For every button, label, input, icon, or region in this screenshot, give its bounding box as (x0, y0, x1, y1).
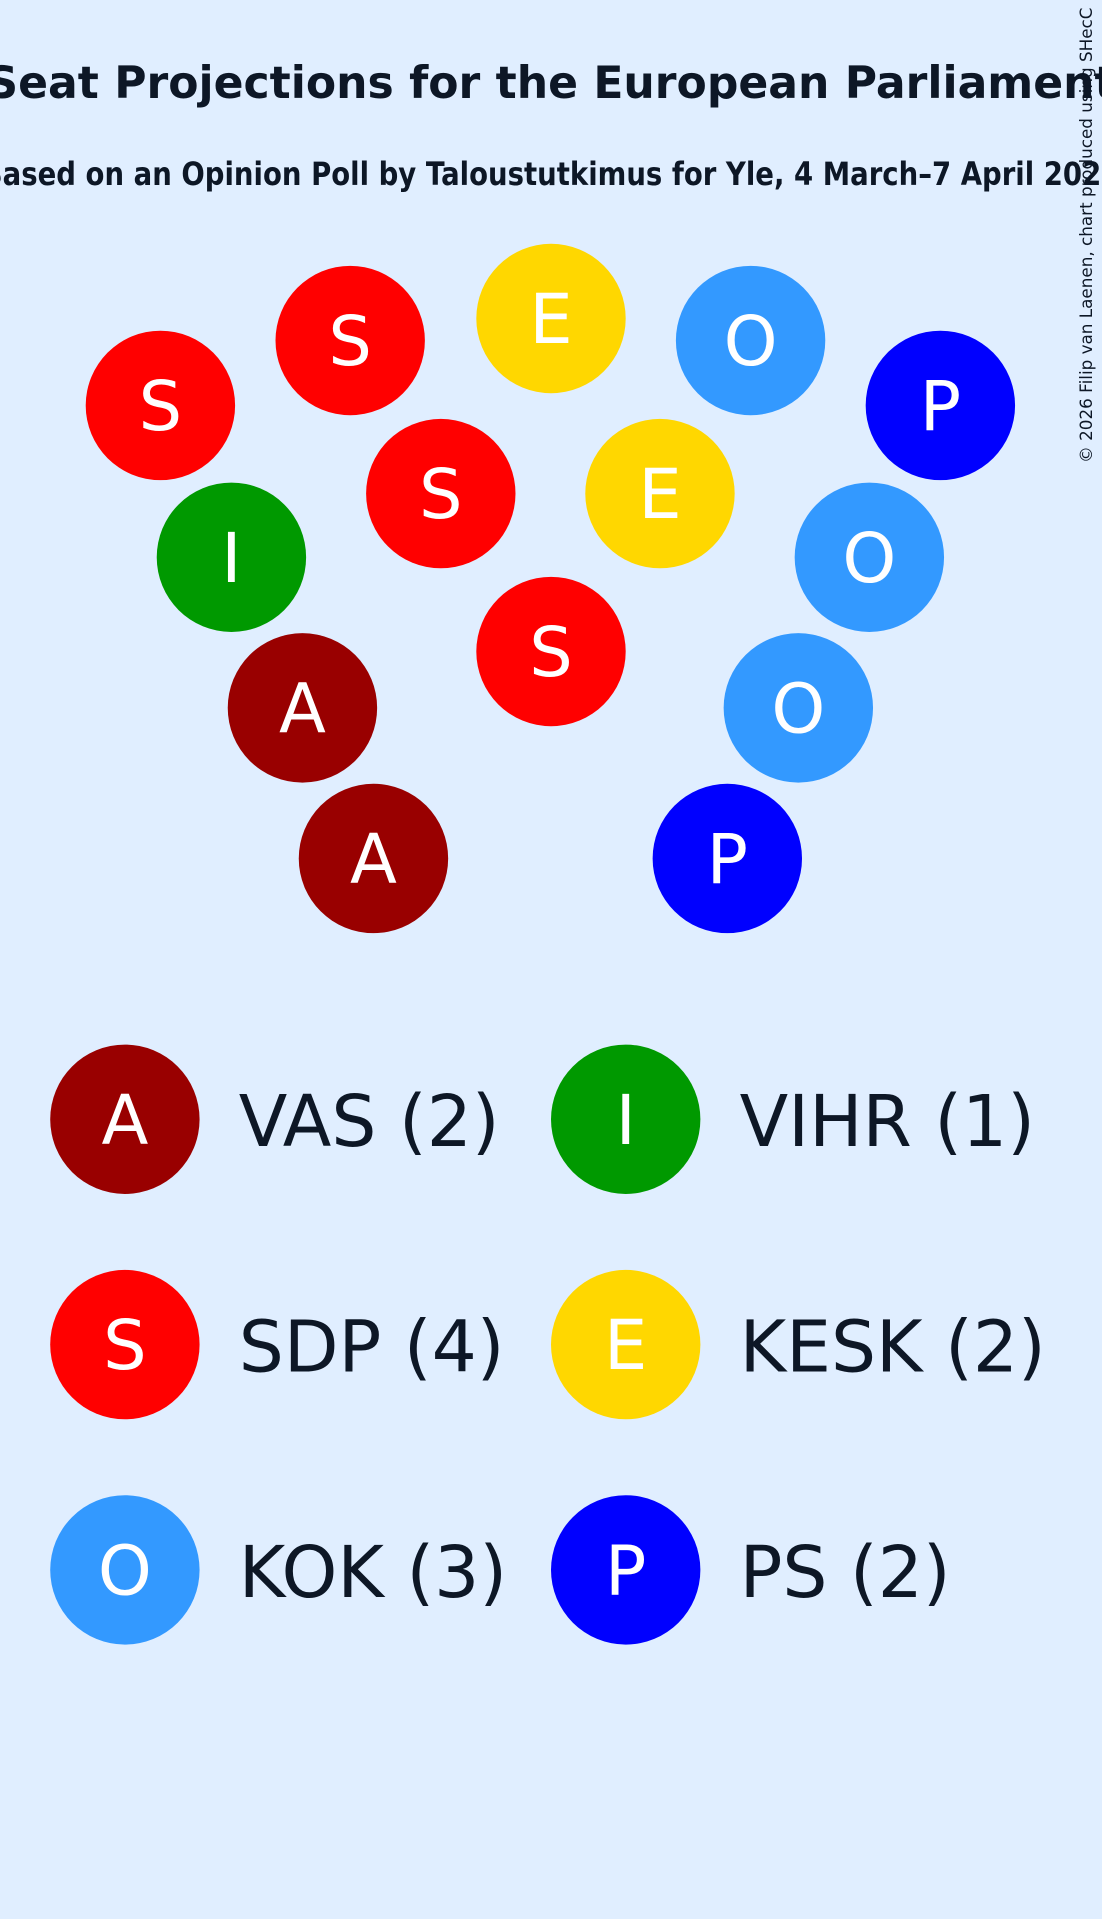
legend: A VAS (2) I VIHR (1) S SDP (4) E KESK (2) O KOK (… (50, 1044, 1046, 1645)
legend-vas-marker-letter: A (101, 1081, 148, 1161)
legend-vas-label: VAS (2) (239, 1080, 500, 1163)
seat-kok (794, 482, 945, 632)
legend-kesk-marker-letter: E (604, 1306, 647, 1386)
legend-vas-marker (50, 1044, 200, 1194)
seat-kok-letter: O (771, 669, 825, 749)
legend-kok-marker (50, 1495, 200, 1645)
legend-ps-marker-letter: P (605, 1531, 646, 1611)
chart-subtitle: Based on an Opinion Poll by Taloustutkim… (0, 155, 1102, 193)
legend-sdp-label: SDP (4) (239, 1306, 505, 1389)
seat-ps-letter: P (920, 367, 961, 447)
seat-ps (865, 330, 1016, 481)
seat-ps-letter: P (707, 820, 748, 900)
seat-kok-letter: O (724, 302, 778, 382)
legend-kesk-label: KESK (2) (740, 1306, 1046, 1389)
seat-sdp-letter: S (419, 455, 463, 535)
legend-ps-label: PS (2) (740, 1531, 951, 1614)
seat-sdp-letter: S (139, 367, 183, 447)
seat-sdp-letter: S (529, 613, 573, 693)
seat-sdp (366, 418, 516, 569)
copyright: © 2026 Filip van Laenen, chart produced … (1077, 7, 1097, 463)
legend-sdp-marker-letter: S (103, 1306, 147, 1386)
legend-kok-label: KOK (3) (239, 1531, 507, 1614)
legend-kok-marker-letter: O (98, 1531, 152, 1611)
seat-kok (723, 633, 874, 783)
seat-vihr (156, 482, 307, 632)
legend-vihr-label: VIHR (1) (740, 1080, 1035, 1163)
seat-sdp (85, 330, 236, 481)
seat-kesk (476, 243, 626, 394)
seat-vas (298, 783, 449, 934)
seat-kesk-letter: E (638, 455, 681, 535)
seat-kesk-letter: E (529, 280, 572, 360)
seat-vas (227, 633, 378, 783)
seat-ps (652, 783, 803, 934)
seat-kok-letter: O (842, 519, 896, 599)
legend-vihr-marker (551, 1044, 701, 1194)
seat-kesk (585, 418, 735, 569)
seat-kok (675, 265, 826, 416)
seat-sdp (275, 265, 425, 416)
legend-kesk-marker (551, 1269, 701, 1420)
seat-sdp-letter: S (328, 302, 372, 382)
seat-vas-letter: A (350, 820, 397, 900)
legend-ps-marker (551, 1495, 701, 1645)
chart-title: Seat Projections for the European Parlia… (0, 58, 1102, 109)
seat-vas-letter: A (279, 669, 326, 749)
legend-sdp-marker (50, 1269, 200, 1420)
legend-vihr-marker-letter: I (616, 1081, 636, 1161)
seat-sdp (476, 576, 626, 727)
seat-vihr-letter: I (221, 519, 241, 599)
